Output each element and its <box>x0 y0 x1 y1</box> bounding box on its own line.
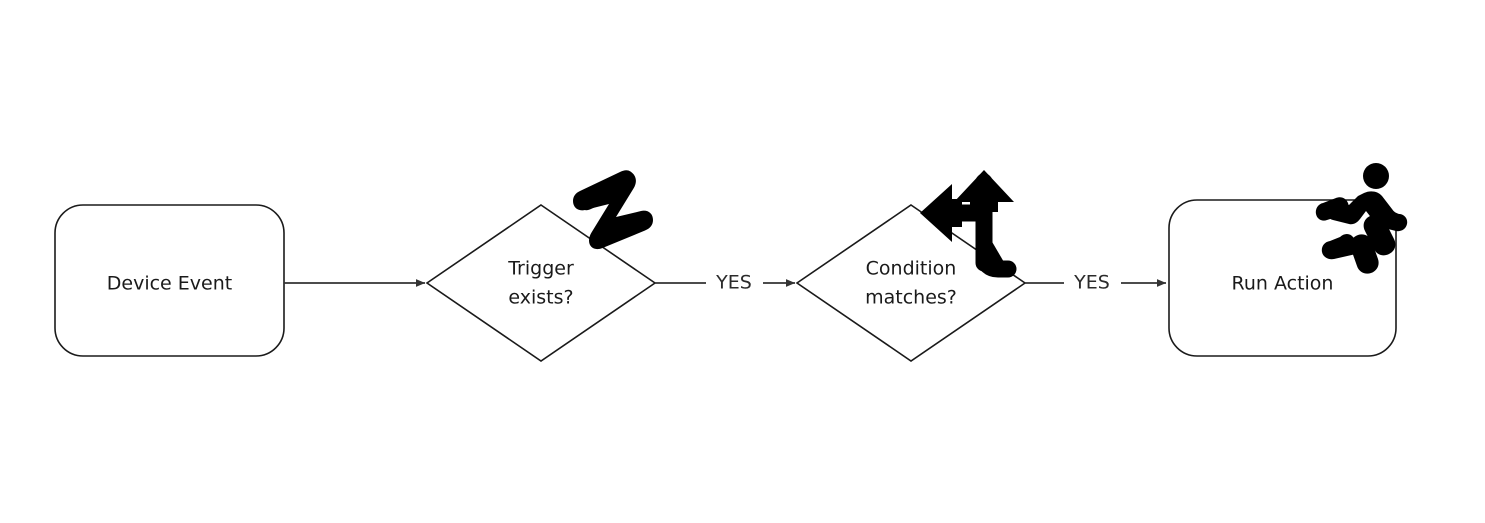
edge-condition-to-action: YES <box>1025 272 1167 294</box>
branch-arrow-icon <box>920 170 1017 278</box>
condition-matches-label-line1: Condition <box>866 258 957 280</box>
trigger-exists-label-line2: exists? <box>508 287 573 309</box>
node-trigger-exists[interactable]: Trigger exists? <box>425 170 657 362</box>
run-action-label: Run Action <box>1232 273 1334 295</box>
lightning-bolt-icon <box>573 170 653 250</box>
device-event-label: Device Event <box>107 273 232 295</box>
edge-label-yes-2: YES <box>1073 272 1110 294</box>
node-run-action[interactable]: Run Action <box>1168 163 1408 357</box>
node-condition-matches[interactable]: Condition matches? <box>795 170 1027 362</box>
edge-label-yes-1: YES <box>715 272 752 294</box>
node-device-event[interactable]: Device Event <box>54 204 285 357</box>
edge-trigger-to-condition: YES <box>655 272 796 294</box>
device-event-shape <box>54 204 285 357</box>
running-person-icon <box>1315 163 1408 274</box>
condition-matches-label-line2: matches? <box>865 287 957 309</box>
trigger-exists-label-line1: Trigger <box>507 258 574 280</box>
